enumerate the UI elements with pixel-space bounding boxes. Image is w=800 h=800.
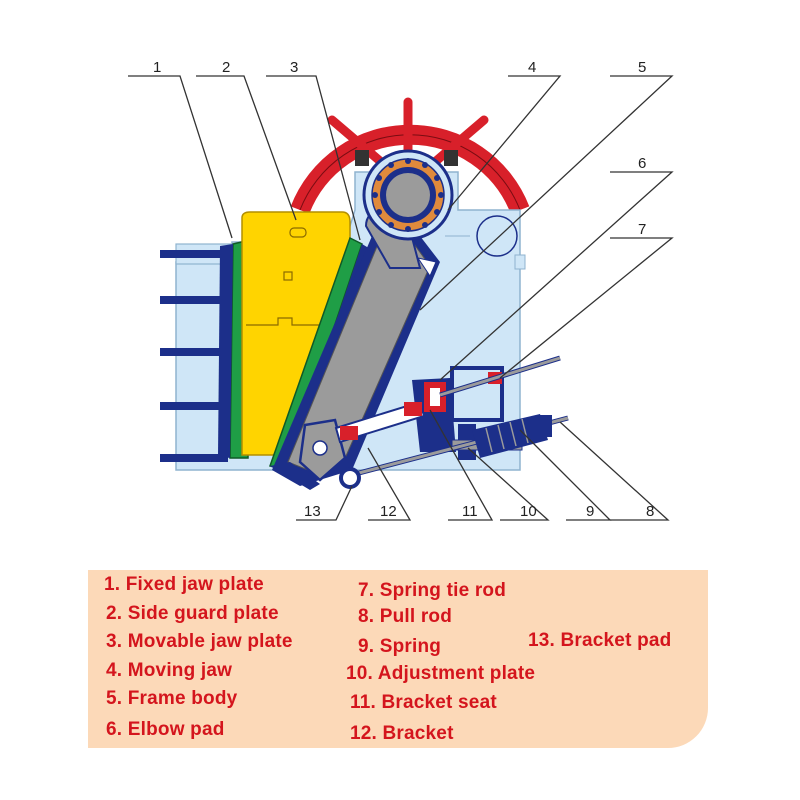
- spring: [472, 414, 552, 458]
- callout-4: 4: [528, 59, 536, 76]
- jaw-crusher-diagram: 1 2 3 4 5 6 7 13 12 11 10 9 8: [128, 59, 674, 521]
- legend-item-8: 8. Pull rod: [358, 606, 453, 627]
- callout-12: 12: [380, 503, 397, 520]
- bracket-pad: [270, 462, 320, 490]
- legend-item-11: 11. Bracket seat: [350, 692, 497, 713]
- eccentric-bearing: [355, 149, 458, 241]
- callout-1: 1: [153, 59, 161, 76]
- legend-item-7: 7. Spring tie rod: [358, 580, 507, 601]
- callout-8: 8: [646, 503, 654, 520]
- callout-7: 7: [638, 221, 646, 238]
- spring-tie-rod: [439, 355, 561, 422]
- legend-item-4: 4. Moving jaw: [106, 660, 233, 681]
- legend-item-2: 2. Side guard plate: [106, 603, 279, 624]
- leader-lines: [128, 75, 674, 521]
- callout-2: 2: [222, 59, 230, 76]
- bracket: [334, 400, 426, 444]
- legend-panel: [88, 570, 708, 748]
- legend-item-12: 12. Bracket: [350, 723, 454, 744]
- legend-item-13: 13. Bracket pad: [528, 630, 672, 651]
- legend-item-9: 9. Spring: [358, 636, 442, 657]
- callout-3: 3: [290, 59, 298, 76]
- frame-tie-bars: [160, 250, 236, 462]
- callout-6: 6: [638, 155, 646, 172]
- side-guard-plate: [241, 211, 351, 456]
- callout-13: 13: [304, 503, 321, 520]
- callout-5: 5: [638, 59, 646, 76]
- callout-numbers: 1 2 3 4 5 6 7 13 12 11 10 9 8: [153, 59, 654, 520]
- legend-item-5: 5. Frame body: [106, 688, 238, 709]
- callout-9: 9: [586, 503, 594, 520]
- callout-10: 10: [520, 503, 537, 520]
- legend-item-10: 10. Adjustment plate: [346, 663, 536, 684]
- legend-item-1: 1. Fixed jaw plate: [104, 574, 264, 595]
- callout-11: 11: [462, 503, 478, 520]
- legend-item-6: 6. Elbow pad: [106, 719, 225, 740]
- bracket-seat: [412, 378, 456, 452]
- legend-item-3: 3. Movable jaw plate: [106, 631, 293, 652]
